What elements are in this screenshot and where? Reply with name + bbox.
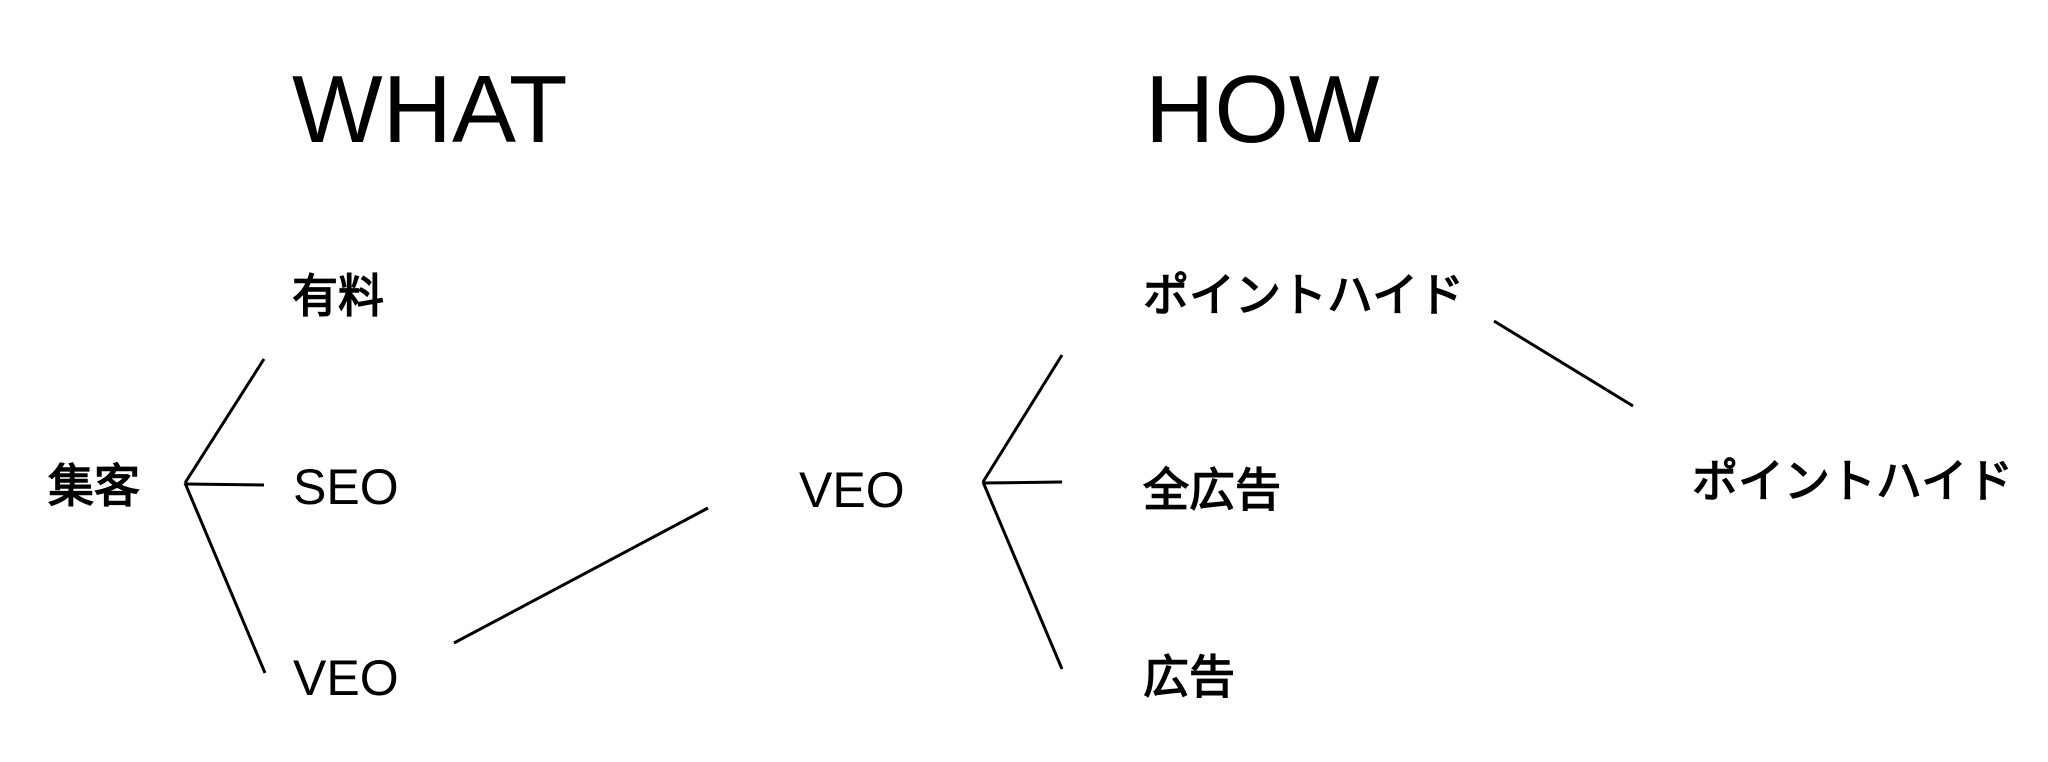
- what-child-node: SEO: [293, 459, 399, 515]
- how-leaf-node: ポイントハイド: [1692, 454, 2014, 508]
- what-heading: WHAT: [292, 56, 568, 163]
- edge-shukyaku-seo: [184, 482, 265, 487]
- edge-veo-zenkoukoku: [982, 480, 1063, 485]
- how-heading: HOW: [1145, 56, 1380, 163]
- how-child-node: ポイントハイド: [1143, 268, 1465, 322]
- edge-veo-to-how-veo: [453, 506, 709, 645]
- edge-pointhide-pointhide: [1493, 319, 1634, 408]
- edge-shukyaku-yuryo: [183, 358, 266, 484]
- edge-shukyaku-veo: [183, 482, 267, 674]
- edge-veo-koukoku: [981, 481, 1064, 670]
- how-root-node: VEO: [799, 462, 905, 518]
- what-root-node: 集客: [48, 459, 140, 513]
- how-child-node: 全広告: [1143, 463, 1281, 517]
- what-child-node: 有料: [292, 269, 384, 323]
- how-child-node: 広告: [1143, 650, 1235, 704]
- what-child-node: VEO: [293, 650, 399, 706]
- edge-veo-pointhide: [981, 354, 1064, 483]
